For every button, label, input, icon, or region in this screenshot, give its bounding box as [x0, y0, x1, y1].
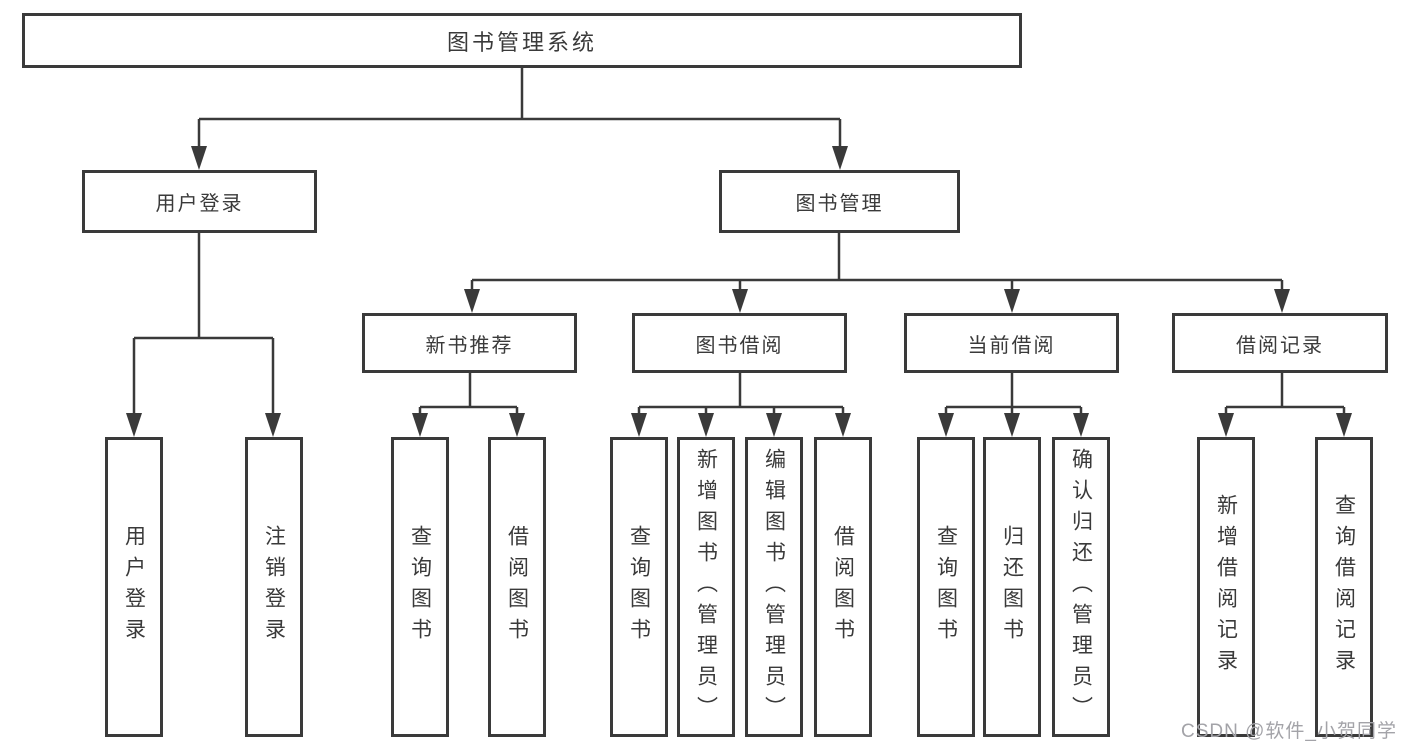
node-label: 借阅图书: [505, 525, 529, 649]
node-user-login: 用户登录: [82, 170, 317, 233]
node-book-borrowing: 图书借阅: [632, 313, 847, 373]
node-book-management: 图书管理: [719, 170, 960, 233]
node-label: 查询借阅记录: [1332, 494, 1356, 680]
node-label: 新书推荐: [425, 334, 514, 357]
node-bb-add-books-admin: 新增图书（管理员）: [677, 437, 735, 737]
node-user-login-action: 用户登录: [105, 437, 163, 737]
connector-user-login-children: [126, 233, 281, 437]
node-label: 用户登录: [155, 193, 244, 215]
connector-book-borrow-children: [631, 373, 851, 437]
node-label: 借阅记录: [1236, 334, 1324, 357]
node-cb-query-books: 查询图书: [917, 437, 975, 737]
connector-current-borrow-children: [938, 373, 1089, 437]
node-label: 编辑图书（管理员）: [762, 447, 786, 727]
node-nb-borrow-books: 借阅图书: [488, 437, 546, 737]
node-label: 图书管理: [795, 193, 884, 215]
node-logout-action: 注销登录: [245, 437, 303, 737]
node-label: 查询图书: [408, 525, 432, 649]
node-label: 借阅图书: [831, 525, 855, 649]
node-label: 图书借阅: [695, 334, 784, 357]
node-label: 用户登录: [122, 525, 146, 649]
node-label: 新增借阅记录: [1214, 494, 1238, 680]
node-label: 图书管理系统: [446, 29, 597, 55]
node-label: 当前借阅: [967, 334, 1056, 357]
node-bb-edit-books-admin: 编辑图书（管理员）: [745, 437, 803, 737]
node-nb-query-books: 查询图书: [391, 437, 449, 737]
csdn-watermark: CSDN @软件_小贺同学: [1181, 721, 1397, 742]
node-book-management-system: 图书管理系统: [22, 13, 1022, 68]
node-br-query-record: 查询借阅记录: [1315, 437, 1373, 737]
node-cb-return-books: 归还图书: [983, 437, 1041, 737]
connector-borrow-records-children: [1218, 373, 1352, 437]
connector-book-mgmt-to-level3: [464, 233, 1290, 313]
node-current-borrowing: 当前借阅: [904, 313, 1119, 373]
node-label: 归还图书: [1000, 525, 1024, 649]
node-label: 确认归还（管理员）: [1069, 447, 1093, 727]
node-label: 查询图书: [627, 525, 651, 649]
node-cb-confirm-return-admin: 确认归还（管理员）: [1052, 437, 1110, 737]
connector-new-books-children: [412, 373, 525, 437]
node-borrowing-records: 借阅记录: [1172, 313, 1388, 373]
node-label: 查询图书: [934, 525, 958, 649]
node-br-add-record: 新增借阅记录: [1197, 437, 1255, 737]
connector-root-to-level2: [191, 68, 848, 170]
node-new-book-recommend: 新书推荐: [362, 313, 577, 373]
node-bb-borrow-books: 借阅图书: [814, 437, 872, 737]
node-label: 新增图书（管理员）: [694, 447, 718, 727]
node-bb-query-books: 查询图书: [610, 437, 668, 737]
node-label: 注销登录: [262, 525, 286, 649]
